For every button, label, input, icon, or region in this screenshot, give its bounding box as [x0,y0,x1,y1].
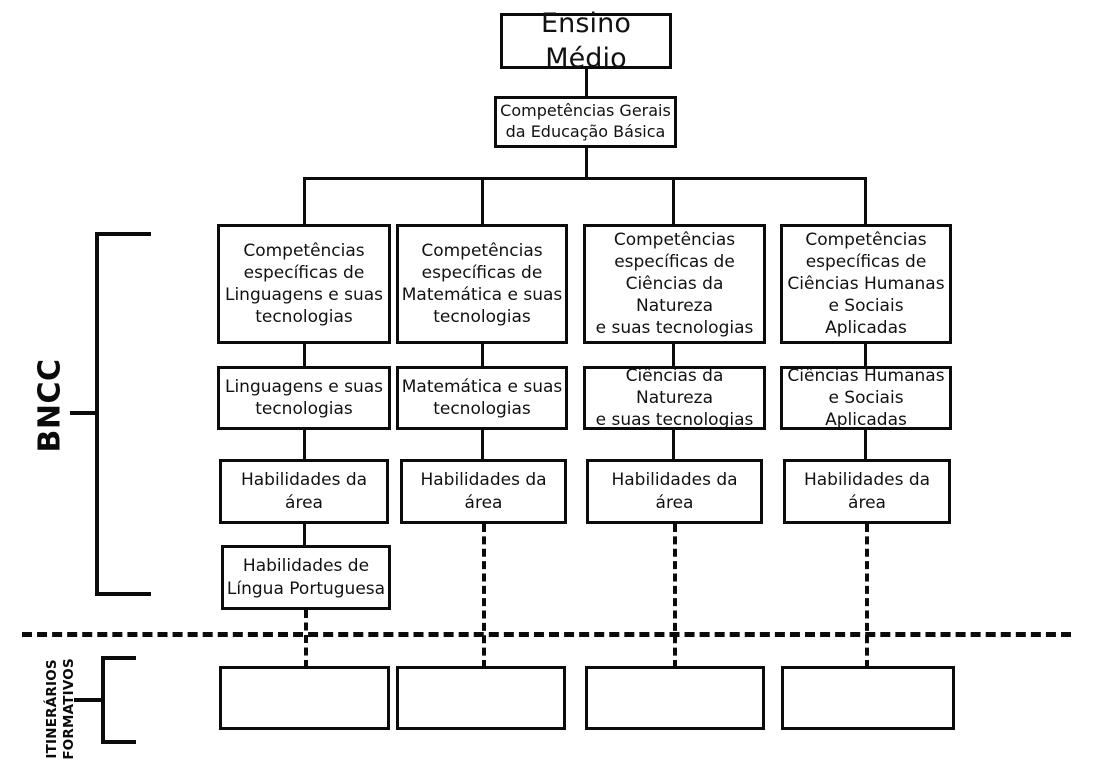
connector-bus-to-col-2 [481,177,484,225]
dashed-connector-to-itinerary-1 [304,610,308,668]
bncc-bracket-arm-top [95,232,151,236]
node-itinerario-matematica [396,666,566,730]
bncc-bracket-stub [70,411,99,415]
connector-comp-to-area-2 [481,344,484,366]
section-divider-dashed [22,632,1071,637]
node-habilidades-area-linguagens: Habilidades da área [219,459,389,524]
node-habilidades-lingua-portuguesa: Habilidades de Língua Portuguesa [221,545,391,610]
itinerarios-bracket-arm-top [101,656,136,660]
node-area-ciencias-natureza: Ciências da Natureza e suas tecnologias [583,366,766,430]
itinerarios-bracket-stub [74,698,105,702]
node-itinerario-ciencias-natureza [585,666,765,730]
node-itinerario-linguagens [219,666,390,730]
connector-comp-to-area-4 [864,344,867,366]
node-area-matematica: Matemática e suas tecnologias [396,366,568,430]
label-bncc: BNCC [32,358,68,453]
connector-skills-to-lp [303,524,306,545]
label-itinerarios-formativos: ITINERÁRIOS FORMATIVOS [44,658,77,760]
node-competencias-especificas-ciencias-humanas: Competências específicas de Ciências Hum… [780,224,952,344]
connector-area-to-skills-1 [303,430,306,459]
connector-area-to-skills-2 [481,430,484,459]
dashed-connector-to-itinerary-3 [673,524,677,668]
connector-bus-to-col-3 [672,177,675,225]
connector-area-to-skills-3 [672,430,675,459]
distributor-bus [303,177,867,180]
node-area-ciencias-humanas: Ciências Humanas e Sociais Aplicadas [780,366,952,430]
node-competencias-especificas-matematica: Competências específicas de Matemática e… [396,224,568,344]
connector-root-to-general [585,69,588,96]
connector-general-to-bus [585,148,588,179]
connector-area-to-skills-4 [864,430,867,459]
connector-comp-to-area-3 [672,344,675,366]
node-habilidades-area-ciencias-humanas: Habilidades da área [783,459,951,524]
connector-comp-to-area-1 [303,344,306,366]
dashed-connector-to-itinerary-4 [865,524,869,668]
node-habilidades-area-matematica: Habilidades da área [400,459,567,524]
node-competencias-especificas-ciencias-natureza: Competências específicas de Ciências da … [583,224,766,344]
connector-bus-to-col-4 [864,177,867,225]
node-competencias-gerais: Competências Gerais da Educação Básica [494,96,677,148]
node-competencias-especificas-linguagens: Competências específicas de Linguagens e… [217,224,391,344]
dashed-connector-to-itinerary-2 [482,524,486,668]
itinerarios-bracket-arm-bottom [101,740,136,744]
bncc-bracket-arm-bottom [95,592,151,596]
connector-bus-to-col-1 [303,177,306,225]
node-area-linguagens: Linguagens e suas tecnologias [217,366,391,430]
node-ensino-medio: Ensino Médio [500,8,672,74]
node-habilidades-area-ciencias-natureza: Habilidades da área [586,459,763,524]
node-itinerario-ciencias-humanas [781,666,955,730]
